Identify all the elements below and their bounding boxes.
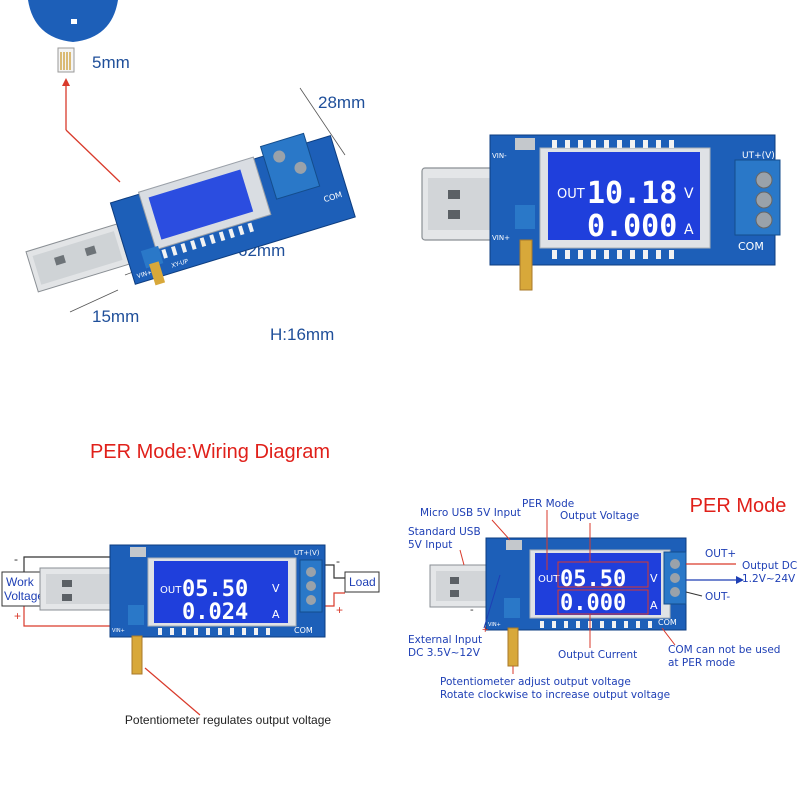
plus-left: + xyxy=(14,609,21,623)
silk-vin: VIN+ xyxy=(488,622,501,628)
lcd-screen xyxy=(535,553,661,615)
wires xyxy=(23,556,345,627)
dimensions-panel: 5mm 28mm 62mm 15mm H:16mm xyxy=(0,0,400,400)
module-photo: OUT 10.18 V 0.000 A UT+(V) COM V xyxy=(421,134,781,291)
output-current-label: Output Current xyxy=(558,649,637,661)
potentiometer xyxy=(128,605,144,625)
red-arrow-head xyxy=(62,78,70,86)
lcd-out-label: OUT xyxy=(160,585,182,596)
load-box xyxy=(344,571,380,593)
terminal-screw-3 xyxy=(755,211,773,229)
lcd-screen xyxy=(154,561,288,623)
caption-arrow xyxy=(144,667,201,716)
external-input-label-2: DC 3.5V~12V xyxy=(408,647,481,659)
plus-right: + xyxy=(336,603,343,617)
lcd-screen xyxy=(548,152,700,240)
micro-usb-label: Micro USB 5V Input xyxy=(420,507,521,519)
current-highlight xyxy=(557,589,649,615)
output-dc-label-2: 1.2V~24V xyxy=(742,573,796,585)
lcd-current-unit: A xyxy=(684,222,694,238)
pot-note-1: Potentiometer adjust output voltage xyxy=(440,676,631,688)
silk-com: COM xyxy=(658,618,677,627)
silk-vin: VIN+ xyxy=(136,269,153,280)
potentiometer-knob xyxy=(507,627,519,667)
lcd-current-unit: A xyxy=(650,599,658,612)
standard-usb-label-1: Standard USB xyxy=(408,526,481,538)
dim-5mm: 5mm xyxy=(92,53,130,72)
lcd-current: 0.000 xyxy=(560,591,626,616)
minus-right: - xyxy=(336,554,340,568)
closeup-pin xyxy=(71,19,77,24)
external-input-label-1: External Input xyxy=(408,634,482,646)
terminal-screw-1 xyxy=(755,171,773,189)
per-mode-title: PER Mode xyxy=(690,495,787,517)
pot-note-2: Rotate clockwise to increase output volt… xyxy=(440,689,670,701)
lcd-voltage-unit: V xyxy=(684,186,694,202)
lcd-current-unit: A xyxy=(272,608,280,621)
dim-line-28 xyxy=(299,87,346,156)
potentiometer xyxy=(504,598,520,618)
dim-15mm: 15mm xyxy=(92,307,139,326)
silk-com: COM xyxy=(294,626,313,635)
screw-terminal xyxy=(259,132,321,200)
pot-caption: Potentiometer regulates output voltage xyxy=(125,713,331,727)
standard-usb-label-2: 5V Input xyxy=(408,539,452,551)
potentiometer-knob xyxy=(519,239,533,291)
lcd-pins-bottom xyxy=(552,250,674,259)
out-plus-label: OUT+ xyxy=(705,548,736,560)
work-voltage-line1: Work xyxy=(6,575,35,589)
wiring-diagram-panel: PER Mode:Wiring Diagram - + - + Work Vol… xyxy=(0,400,400,800)
lcd-voltage: 05.50 xyxy=(182,577,248,602)
output-voltage-label: Output Voltage xyxy=(560,510,639,522)
module-angled: COM VIN+ XY-UP xyxy=(25,132,356,293)
silk-com: COM xyxy=(738,240,764,253)
minus-label: - xyxy=(470,604,474,616)
silk-out: UT+(V) xyxy=(294,549,320,557)
per-mode-label: PER Mode xyxy=(522,498,574,510)
dim-line-15 xyxy=(69,289,119,313)
silk-vin: VIN+ xyxy=(112,628,125,634)
lcd-current: 0.000 xyxy=(587,209,677,244)
plus-label: + xyxy=(482,624,488,636)
micro-usb xyxy=(515,138,535,150)
com-note-1: COM can not be used xyxy=(668,644,780,656)
lcd-voltage: 05.50 xyxy=(560,567,626,592)
dimensions-illustration: 5mm 28mm 62mm 15mm H:16mm xyxy=(25,0,365,344)
output-dc-label-1: Output DC xyxy=(742,560,797,572)
per-mode-panel: PER Mode OUT 05.50 V 0.000 A COM VIN+ xyxy=(400,400,800,800)
silk-model: XY-UP xyxy=(171,258,190,270)
lcd-out-label: OUT xyxy=(538,574,560,585)
per-mode-diagram: PER Mode OUT 05.50 V 0.000 A COM VIN+ xyxy=(408,495,797,701)
voltage-highlight xyxy=(557,561,649,588)
com-note-2: at PER mode xyxy=(668,657,735,669)
wiring-diagram: PER Mode:Wiring Diagram - + - + Work Vol… xyxy=(1,441,380,727)
micro-usb xyxy=(506,540,522,550)
out-minus-label: OUT- xyxy=(705,591,730,603)
minus-left: - xyxy=(14,552,18,566)
wiring-diagram-title: PER Mode:Wiring Diagram xyxy=(90,441,330,463)
lcd-voltage: 10.18 xyxy=(587,176,677,211)
potentiometer-knob xyxy=(149,261,166,286)
work-voltage-line2: Voltage xyxy=(4,589,44,603)
dim-28mm: 28mm xyxy=(318,93,365,112)
lcd-voltage-unit: V xyxy=(650,572,658,585)
lcd-pins xyxy=(158,628,270,635)
silk-vin-minus: VIN- xyxy=(492,152,507,160)
lcd-pins xyxy=(161,222,254,259)
lcd-pins-top xyxy=(552,140,674,148)
lcd-screen xyxy=(148,169,254,240)
load-label: Load xyxy=(349,575,376,589)
terminal-screw-2 xyxy=(755,191,773,209)
connector-pins xyxy=(60,52,71,70)
lcd-out-label: OUT xyxy=(557,187,585,202)
lcd-voltage-unit: V xyxy=(272,582,280,595)
potentiometer-knob xyxy=(131,635,143,675)
lcd-current: 0.024 xyxy=(182,600,248,625)
micro-usb xyxy=(130,547,146,557)
silk-vin-plus: VIN+ xyxy=(492,234,510,242)
dim-height: H:16mm xyxy=(270,325,334,344)
silk-out: UT+(V) xyxy=(742,151,775,161)
module-photo-panel: OUT 10.18 V 0.000 A UT+(V) COM V xyxy=(400,0,800,400)
potentiometer xyxy=(515,205,535,229)
